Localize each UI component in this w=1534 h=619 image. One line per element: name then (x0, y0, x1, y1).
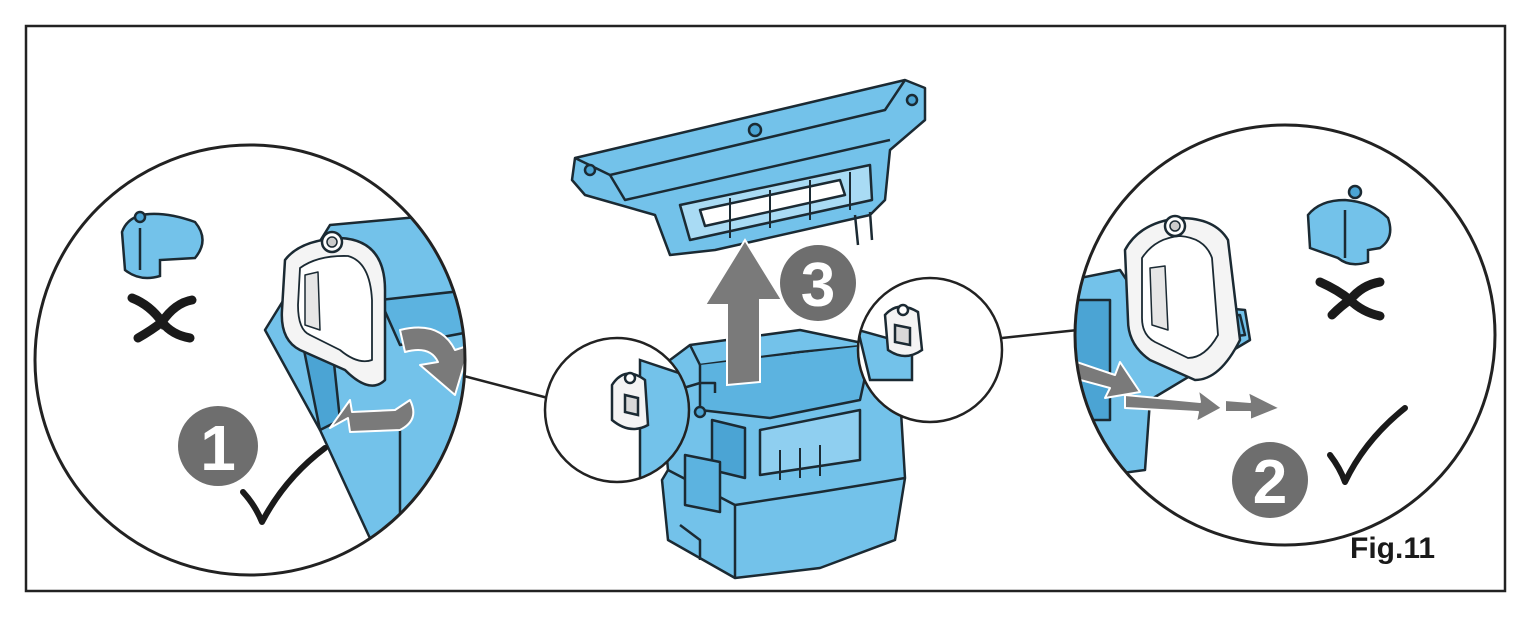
detached-cap-left (120, 210, 204, 280)
drip-tray-icon (570, 78, 927, 257)
step-3-badge: 3 (780, 245, 856, 321)
step-2-badge: 2 (1232, 442, 1308, 518)
step-3-number: 3 (801, 251, 835, 320)
lower-tank (638, 328, 914, 580)
cross-mark-icon-right (1315, 277, 1385, 321)
zoom-circle-small-right (856, 276, 1004, 424)
step-1-number: 1 (200, 412, 236, 484)
figure-label: Fig.11 (1350, 532, 1436, 565)
detached-cap-right (1306, 184, 1392, 266)
twist-arrow-icon (399, 326, 465, 396)
step-1-badge: 1 (178, 406, 258, 486)
check-mark-icon-right (1327, 405, 1408, 485)
step-2-number: 2 (1253, 448, 1287, 517)
figure-frame (24, 24, 1507, 593)
up-arrow-icon (703, 238, 784, 387)
check-mark-icon (240, 445, 328, 525)
zoom-circle-large-left: 1 (33, 143, 467, 577)
cross-mark-icon (127, 293, 197, 343)
zoom-circle-large-right: 2 (1073, 123, 1497, 547)
connector-line-left (459, 373, 549, 400)
connector-line-right (1001, 328, 1079, 340)
